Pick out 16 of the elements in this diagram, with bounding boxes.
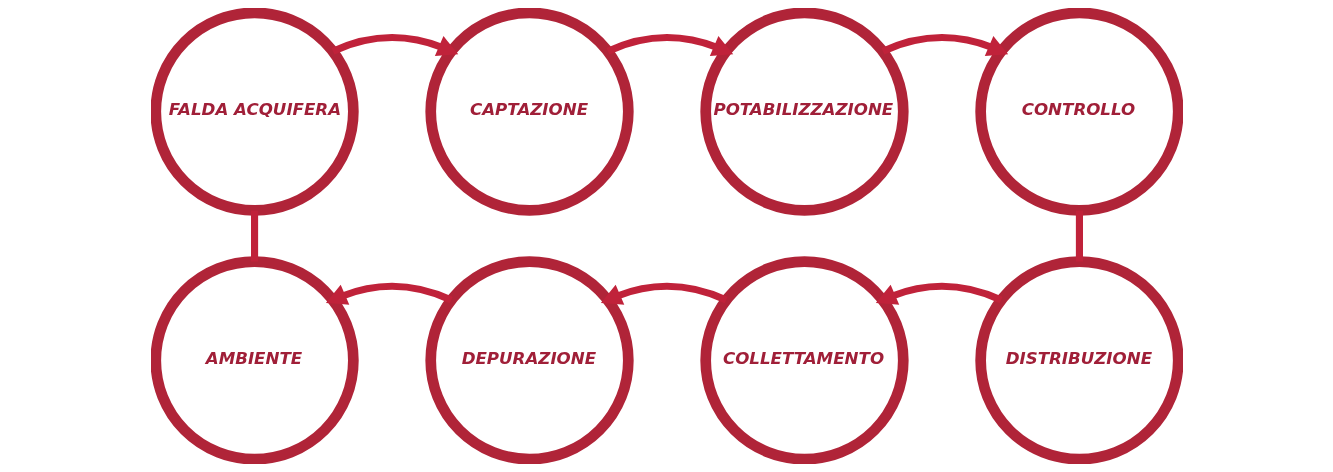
node-circle: AMBIENTE (150, 256, 359, 464)
node-circle: DISTRIBUZIONE (974, 256, 1183, 464)
arrow (331, 34, 458, 57)
node-circle: CAPTAZIONE (424, 8, 634, 216)
arrow (875, 282, 1003, 305)
arrow (325, 282, 453, 305)
node-circle: POTABILIZZAZIONE (699, 8, 909, 216)
node-circle: DEPURAZIONE (424, 256, 634, 464)
arrow (600, 282, 728, 305)
arrow (881, 34, 1008, 57)
arrow (606, 34, 733, 57)
connector (250, 210, 258, 262)
node-circle: CONTROLLO (974, 8, 1183, 216)
connector (1075, 210, 1083, 262)
node-circle: COLLETTAMENTO (699, 256, 909, 464)
node-circle: FALDA ACQUIFERA (150, 8, 359, 216)
